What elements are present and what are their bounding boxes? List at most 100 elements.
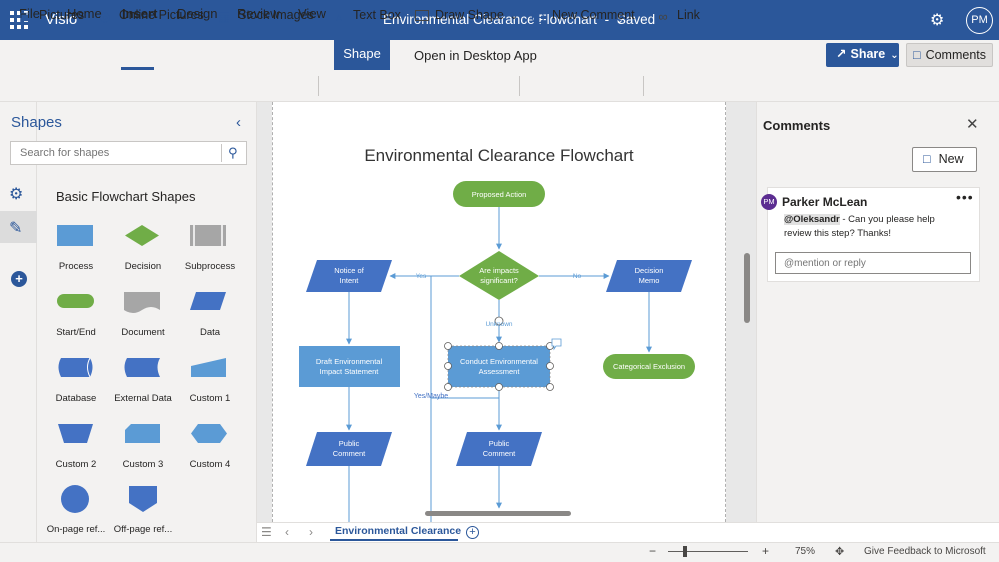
off-page-ref-pentagon-icon[interactable] [129, 486, 157, 512]
vertical-scrollbar[interactable] [744, 253, 750, 323]
more-options-icon[interactable]: ••• [956, 189, 974, 205]
node-decision-impacts[interactable] [459, 251, 539, 300]
search-icon[interactable]: ⚲ [228, 145, 238, 160]
node-public-comment-left[interactable] [306, 432, 392, 466]
all-pages-icon[interactable]: ☰ [261, 525, 272, 539]
comment-author: Parker McLean [782, 195, 868, 209]
search-divider [221, 144, 222, 162]
diagram-title[interactable]: Environmental Clearance Flowchart [364, 146, 634, 165]
flowchart-icon[interactable]: ✎ [9, 220, 23, 237]
online-pictures-label: Online Pictures [119, 8, 204, 22]
decision-diamond-icon[interactable] [125, 225, 159, 246]
sheet-tab-environmental-clearance[interactable]: Environmental Clearance [335, 525, 462, 537]
node-conduct-label-1: Conduct Environmental [460, 357, 538, 366]
node-conduct-assessment[interactable] [448, 346, 550, 387]
toolbar-divider [643, 76, 644, 96]
custom-1-icon[interactable] [191, 358, 226, 377]
app-name[interactable]: Visio [45, 11, 78, 28]
feedback-link[interactable]: Give Feedback to Microsoft [864, 546, 986, 557]
shape-label-on-page-ref: On-page ref... [46, 524, 106, 535]
chevron-down-icon[interactable]: ⌄ [615, 14, 625, 26]
edge-label-yes-maybe: Yes/Maybe [414, 393, 448, 400]
comments-button[interactable]: □Comments [906, 43, 993, 67]
zoom-level[interactable]: 75% [795, 546, 816, 557]
custom-3-icon[interactable] [125, 424, 160, 443]
text-box-label: Text Box [353, 8, 401, 22]
node-proposed-action[interactable] [453, 181, 545, 207]
org-chart-icon[interactable]: ⚙ [9, 186, 24, 203]
picture-icon: ▣ [18, 9, 32, 24]
shape-label-custom-3: Custom 3 [122, 459, 164, 470]
comment-mention[interactable]: @Oleksandr [784, 214, 840, 225]
shape-label-database: Database [55, 393, 97, 404]
comment-marker-icon[interactable] [551, 338, 562, 351]
title-bar [0, 0, 999, 40]
tab-insert[interactable]: Insert [122, 6, 158, 21]
document-title[interactable]: Environmental Clearance Flowchart - Save… [383, 12, 655, 27]
zoom-slider-thumb[interactable] [683, 546, 687, 557]
custom-2-trapezoid-icon[interactable] [58, 424, 93, 443]
zoom-out-button[interactable]: − [649, 544, 657, 558]
chevron-down-icon: ⌄ [509, 11, 519, 22]
close-icon[interactable]: ✕ [966, 116, 979, 133]
next-page-icon[interactable]: › [309, 525, 313, 539]
new-comment-icon: ⨁ [531, 9, 545, 24]
reply-input[interactable] [776, 253, 966, 273]
shape-label-custom-1: Custom 1 [189, 393, 231, 404]
gear-icon[interactable]: ⚙ [930, 12, 945, 29]
zoom-in-button[interactable]: + [762, 544, 770, 558]
new-comment-panel-button[interactable]: □New [912, 147, 977, 172]
node-public-right-label-1: Public [489, 439, 510, 448]
open-in-desktop-app-button[interactable]: Open in Desktop App [414, 48, 537, 63]
pictures-label: Pictures [39, 8, 85, 22]
new-comment-button[interactable]: ⨁New Comment [530, 8, 635, 24]
on-page-ref-circle-icon[interactable] [61, 485, 89, 513]
node-decision-memo[interactable] [606, 260, 692, 292]
selection-handles[interactable] [444, 342, 554, 391]
horizontal-scrollbar[interactable] [425, 511, 571, 516]
node-public-comment-right[interactable] [456, 432, 542, 466]
node-notice-of-intent[interactable] [306, 260, 392, 292]
collapse-chevron-icon[interactable]: ‹ [236, 114, 241, 131]
avatar[interactable]: PM [966, 7, 993, 34]
tab-home[interactable]: Home [67, 6, 102, 21]
tab-file[interactable]: File [19, 6, 40, 21]
stock-images-button[interactable]: ▦Stock Images [216, 8, 314, 24]
custom-4-hexagon-icon[interactable] [191, 424, 227, 443]
tab-view[interactable]: View [298, 6, 326, 21]
previous-page-icon[interactable]: ‹ [285, 525, 289, 539]
link-button[interactable]: ∞Link [655, 8, 700, 24]
search-input[interactable] [11, 142, 216, 164]
add-stencil-icon[interactable]: + [11, 271, 27, 287]
toolbar-divider [318, 76, 319, 96]
tab-shape[interactable]: Shape [334, 40, 390, 70]
pictures-button[interactable]: ▣ Pictures [17, 8, 84, 24]
database-cylinder-icon[interactable] [58, 358, 93, 377]
add-page-icon[interactable]: + [466, 526, 479, 539]
node-categorical-label: Categorical Exclusion [613, 362, 685, 371]
node-draft-eis[interactable] [299, 346, 400, 387]
process-rectangle-icon[interactable] [57, 225, 93, 246]
share-button[interactable]: ↗Share⌄ [826, 43, 899, 67]
chevron-down-icon: ⌄ [890, 50, 899, 61]
data-parallelogram-icon[interactable] [190, 292, 226, 310]
draw-shape-button[interactable]: Draw Shape⌄ [415, 8, 518, 22]
app-launcher-icon[interactable] [10, 11, 28, 29]
document-wave-icon[interactable] [124, 292, 160, 313]
tab-review[interactable]: Review [237, 6, 280, 21]
link-icon: ∞ [658, 9, 668, 24]
fit-to-window-icon[interactable]: ✥ [835, 546, 845, 558]
edge-label-yes: Yes [416, 273, 427, 280]
shape-search [10, 141, 247, 165]
rotate-handle-icon[interactable] [494, 316, 504, 326]
start-end-pill-icon[interactable] [57, 294, 94, 308]
node-conduct-label-2: Assessment [479, 367, 521, 376]
tab-design[interactable]: Design [177, 6, 218, 21]
online-pictures-button[interactable]: ◎Online Pictures [97, 8, 204, 24]
zoom-slider-track[interactable] [668, 551, 748, 552]
subprocess-rectangle-icon[interactable] [190, 225, 226, 246]
external-data-icon[interactable] [124, 358, 161, 377]
node-categorical-exclusion[interactable] [603, 354, 695, 379]
comment-icon: □ [913, 48, 921, 62]
